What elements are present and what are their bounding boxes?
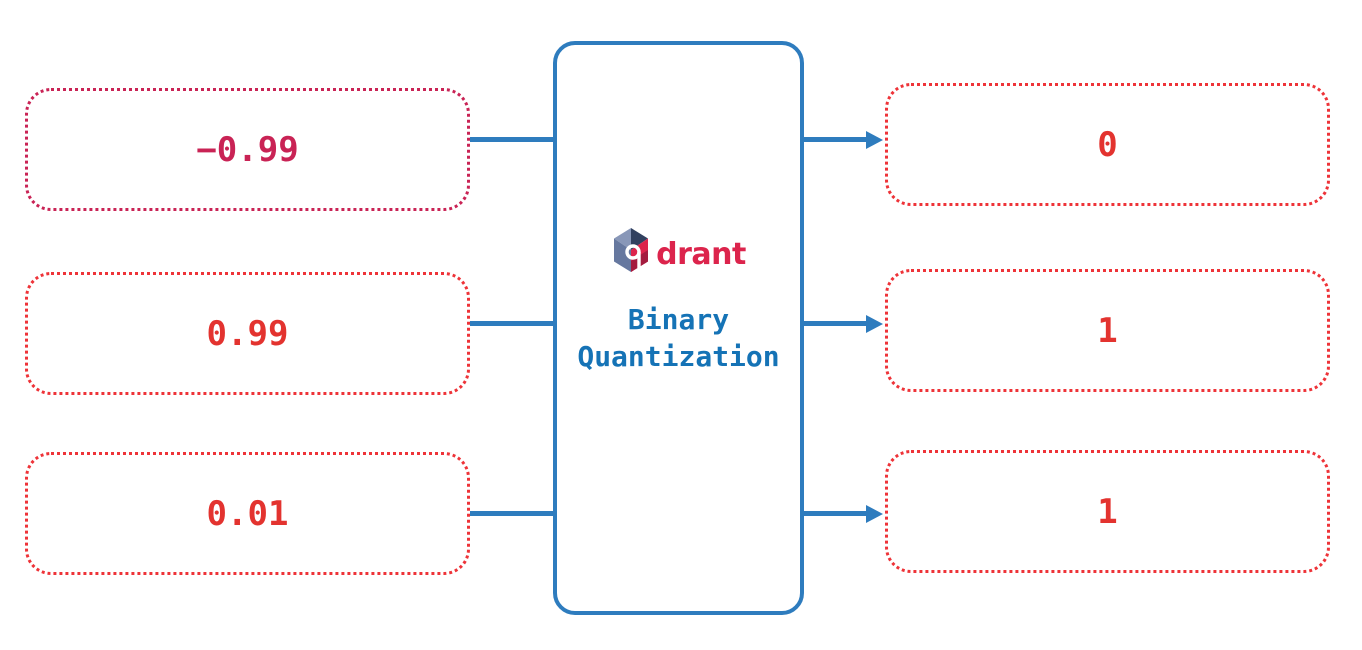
input-box-2: 0.99 [25,272,470,395]
output-box-2: 1 [885,269,1330,392]
connector-line-input-2 [470,321,555,326]
qdrant-wordmark: drant [656,237,746,272]
input-value-3: 0.01 [206,493,289,534]
processor-title: Binary Quantization [577,301,779,375]
connector-line-output-2 [802,321,868,326]
right-arrowhead-icon-3 [866,505,883,523]
processor-title-line1: Binary [627,303,730,336]
input-value-1: −0.99 [196,129,299,170]
output-value-2: 1 [1097,310,1118,351]
connector-line-input-3 [470,511,555,516]
input-box-1: −0.99 [25,88,470,211]
input-box-3: 0.01 [25,452,470,575]
connector-line-output-1 [802,137,868,142]
processor-title-line2: Quantization [577,340,780,373]
right-arrowhead-icon-1 [866,131,883,149]
output-box-3: 1 [885,450,1330,573]
right-arrowhead-icon-2 [866,315,883,333]
output-box-1: 0 [885,83,1330,206]
qdrant-hexagon-logo-icon [611,227,651,277]
output-value-1: 0 [1097,124,1118,165]
quantization-processor-box: drant Binary Quantization [553,41,804,615]
input-value-2: 0.99 [206,313,289,354]
qdrant-logo: drant [611,227,746,277]
connector-line-output-3 [802,511,868,516]
connector-line-input-1 [470,137,555,142]
output-value-3: 1 [1097,491,1118,532]
